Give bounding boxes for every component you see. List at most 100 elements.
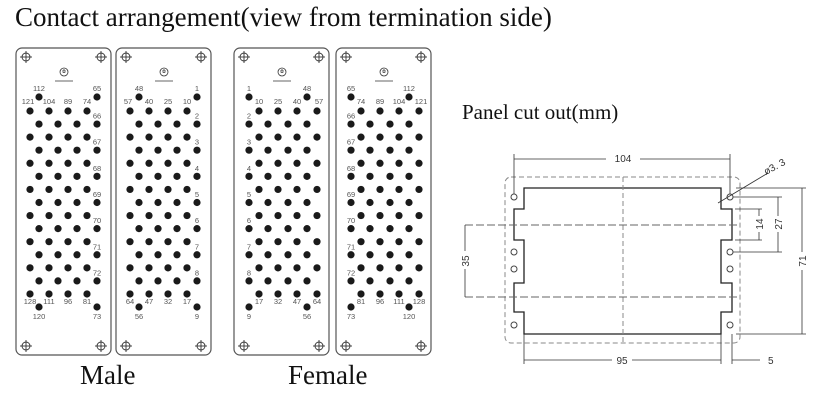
pin-label: 96	[64, 297, 72, 306]
contact-pin	[303, 93, 311, 101]
contact-pin	[255, 159, 263, 167]
contact-pin	[135, 225, 143, 233]
contact-pin	[415, 107, 423, 115]
contact-pin	[173, 146, 181, 154]
contact-pin	[35, 146, 43, 154]
pin-label: 65	[347, 84, 355, 93]
contact-pin	[26, 133, 34, 141]
pin-label: 71	[93, 242, 101, 251]
pin-label: 104	[393, 97, 406, 106]
contact-pin	[54, 198, 62, 207]
contact-pin	[264, 225, 272, 233]
contact-pin	[64, 133, 72, 141]
contact-pin	[293, 133, 301, 141]
contact-pin	[183, 133, 191, 141]
contact-pin	[83, 290, 91, 298]
contact-pin	[45, 290, 53, 298]
pin-label: 73	[93, 312, 101, 321]
contact-pin	[264, 120, 272, 128]
contact-pin	[313, 159, 321, 167]
crosshair-mount-icon	[120, 340, 132, 352]
contact-pin	[126, 133, 134, 141]
pin-label: 121	[22, 97, 35, 106]
contact-pin	[357, 290, 365, 298]
pin-label: 47	[145, 297, 153, 306]
pin-label: 69	[93, 190, 101, 199]
contact-pin	[193, 146, 201, 154]
contact-pin	[284, 198, 292, 207]
contact-pin	[135, 251, 143, 259]
pin-label: 2	[247, 112, 251, 121]
pin-label: 81	[83, 297, 91, 306]
contact-pin	[54, 120, 62, 128]
contact-pin	[73, 225, 81, 233]
pin-label: 57	[315, 97, 323, 106]
contact-pin	[164, 133, 172, 141]
pin-label: 17	[183, 297, 191, 306]
contact-pin	[264, 251, 272, 259]
contact-pin	[366, 225, 374, 233]
pin-label: 121	[415, 97, 428, 106]
contact-pin	[164, 185, 172, 194]
contact-pin	[255, 264, 263, 272]
contact-pin	[54, 172, 62, 180]
male-label: Male	[80, 360, 136, 390]
contact-pin	[183, 290, 191, 298]
contact-pin	[395, 107, 403, 115]
contact-pin	[274, 238, 282, 246]
contact-pin	[386, 146, 394, 154]
contact-pin	[405, 93, 413, 101]
contact-pin	[173, 120, 181, 128]
pin-label: 96	[376, 297, 384, 306]
contact-pin	[154, 225, 162, 233]
pin-label: 112	[33, 84, 45, 93]
pin-label: 1	[247, 84, 251, 93]
pin-label: 7	[247, 242, 251, 251]
contact-pin	[193, 303, 201, 311]
mounting-holes	[510, 193, 734, 329]
female-label: Female	[288, 360, 368, 390]
pin-label: 40	[293, 97, 301, 106]
contact-pin	[126, 185, 134, 194]
contact-pin	[255, 133, 263, 141]
contact-pin	[405, 146, 413, 154]
contact-pin	[386, 277, 394, 285]
contact-pin	[93, 93, 101, 101]
contact-pin	[357, 238, 365, 246]
pin-label: 128	[413, 297, 426, 306]
contact-pin	[164, 211, 172, 220]
contact-pin	[83, 133, 91, 141]
contact-pin	[64, 211, 72, 220]
contact-pin	[395, 185, 403, 194]
contact-pin	[357, 185, 365, 194]
dim-104: 104	[615, 154, 632, 165]
contact-pin	[274, 264, 282, 272]
pin-label: 67	[347, 138, 355, 147]
contact-pin	[255, 185, 263, 194]
contact-pin	[83, 159, 91, 167]
contact-pin	[35, 93, 43, 101]
contact-pin	[154, 120, 162, 128]
contact-pin	[173, 251, 181, 259]
contact-pin	[145, 264, 153, 272]
pin-label: 71	[347, 242, 355, 251]
contact-pin	[54, 277, 62, 285]
contact-pin	[386, 251, 394, 259]
contact-pin	[245, 303, 253, 311]
contact-pin	[164, 238, 172, 246]
contact-pin	[45, 185, 53, 194]
contact-pin	[26, 290, 34, 298]
contact-pin	[376, 264, 384, 272]
contact-pin	[386, 172, 394, 180]
contact-pin	[366, 146, 374, 154]
dim-14: 14	[755, 218, 766, 230]
contact-pin	[193, 225, 201, 233]
contact-pin	[313, 107, 321, 115]
contact-pin	[376, 107, 384, 115]
pin-label: 68	[93, 164, 101, 173]
page-title: Contact arrangement(view from terminatio…	[15, 2, 552, 32]
contact-pin	[347, 251, 355, 259]
